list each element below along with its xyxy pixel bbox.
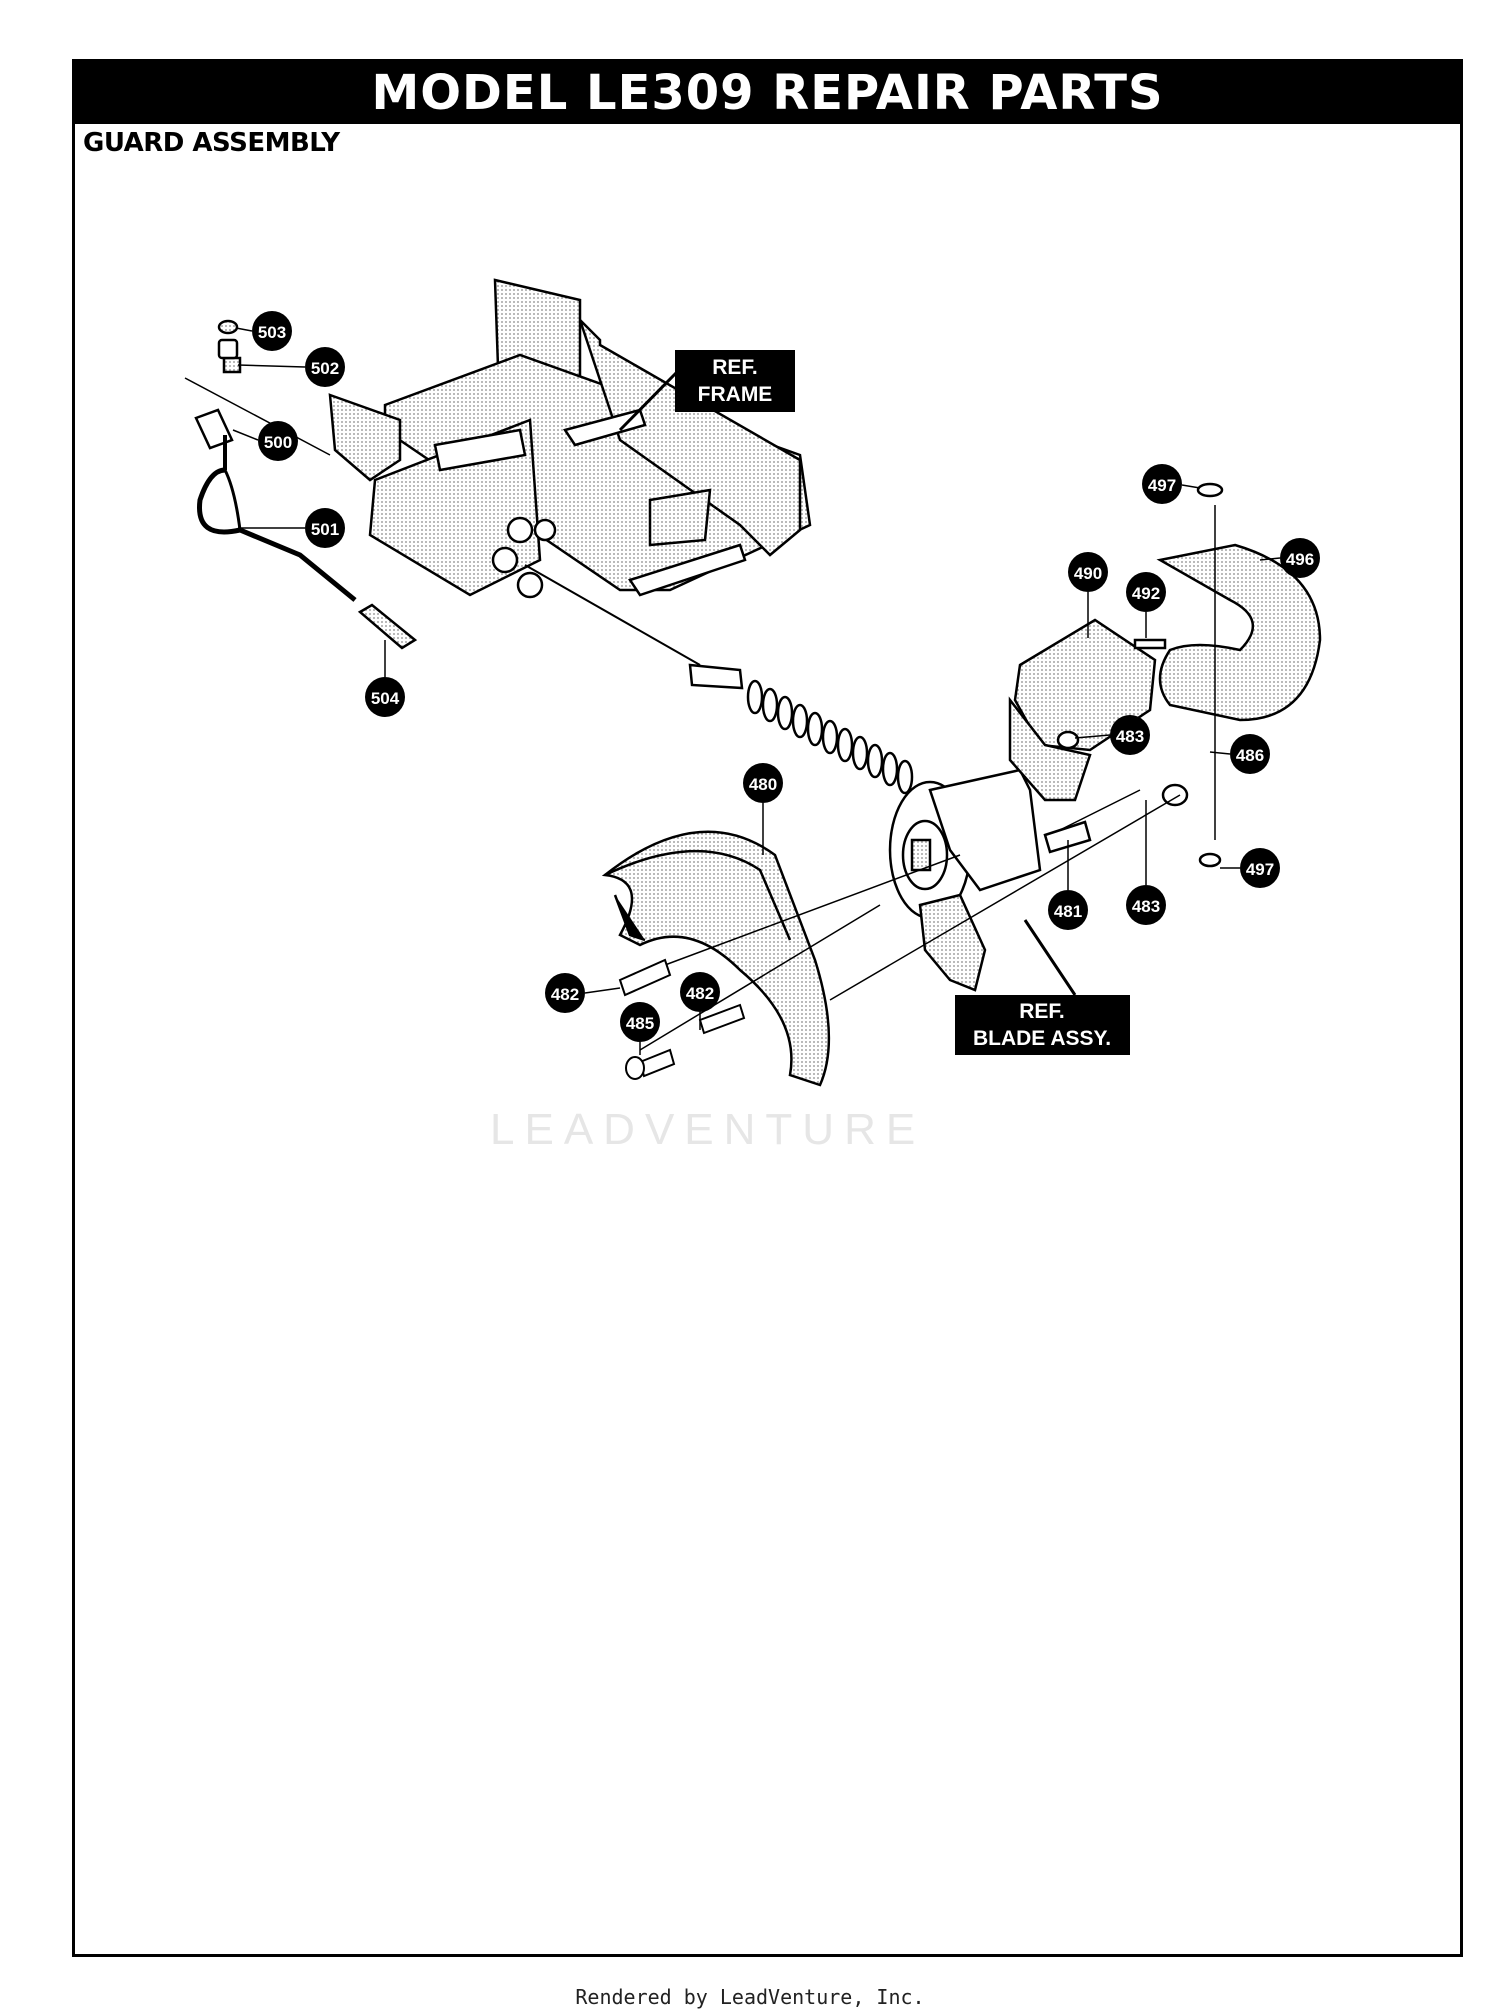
ref-frame-line2: FRAME: [698, 383, 773, 406]
svg-text:481: 481: [1054, 902, 1082, 921]
ref-frame-line1: REF.: [712, 356, 758, 379]
svg-text:496: 496: [1286, 550, 1314, 569]
callout-497-top: 497: [1142, 464, 1201, 504]
exploded-parts-diagram: REF. FRAME REF. BLADE ASSY. 503 502 500 …: [184, 278, 1322, 1087]
svg-text:502: 502: [311, 359, 339, 378]
ref-blade-line1: REF.: [1019, 1000, 1065, 1023]
svg-text:485: 485: [626, 1014, 654, 1033]
callout-496: 496: [1259, 538, 1320, 578]
svg-text:482: 482: [686, 984, 714, 1003]
callout-483-bottom: 483: [1126, 800, 1166, 925]
bracket-parts: [829, 482, 1322, 1001]
svg-text:497: 497: [1246, 860, 1274, 879]
svg-text:504: 504: [371, 689, 400, 708]
svg-text:482: 482: [551, 985, 579, 1004]
svg-text:483: 483: [1132, 897, 1160, 916]
callout-486: 486: [1209, 734, 1270, 774]
callout-501: 501: [238, 508, 345, 548]
svg-text:492: 492: [1132, 584, 1160, 603]
callout-490: 490: [1068, 552, 1108, 638]
ref-blade-line2: BLADE ASSY.: [973, 1027, 1111, 1050]
callout-492: 492: [1126, 572, 1166, 638]
svg-text:490: 490: [1074, 564, 1102, 583]
frame-part: [328, 278, 812, 599]
callout-481: 481: [1048, 840, 1088, 930]
callout-482-left: 482: [545, 973, 621, 1013]
svg-text:486: 486: [1236, 746, 1264, 765]
section-subtitle: GUARD ASSEMBLY: [83, 128, 340, 158]
guard-part: [601, 830, 831, 1087]
callout-485: 485: [620, 1002, 660, 1055]
callout-504: 504: [365, 640, 405, 717]
ref-blade-assy-box: REF. BLADE ASSY.: [955, 919, 1130, 1055]
lever-assembly: [184, 319, 418, 650]
callout-500: 500: [232, 421, 298, 461]
watermark: LEADVENTURE: [490, 1105, 926, 1154]
callout-480: 480: [743, 763, 783, 855]
svg-text:500: 500: [264, 433, 292, 452]
callout-503: 503: [235, 311, 292, 351]
callout-502: 502: [237, 347, 345, 387]
callout-483-top: 483: [1074, 715, 1150, 755]
callout-482-right: 482: [680, 972, 720, 1030]
bolt-parts: [618, 854, 961, 1080]
svg-text:480: 480: [749, 775, 777, 794]
svg-text:503: 503: [258, 323, 286, 342]
footer-credit: Rendered by LeadVenture, Inc.: [575, 1985, 925, 2009]
page-title: MODEL LE309 REPAIR PARTS: [75, 62, 1460, 124]
svg-text:483: 483: [1116, 727, 1144, 746]
svg-text:497: 497: [1148, 476, 1176, 495]
callout-497-bottom: 497: [1220, 848, 1280, 888]
ref-frame-box: REF. FRAME: [618, 350, 795, 432]
svg-text:501: 501: [311, 520, 339, 539]
parts-sheet: MODEL LE309 REPAIR PARTS GUARD ASSEMBLY: [72, 59, 1463, 1957]
